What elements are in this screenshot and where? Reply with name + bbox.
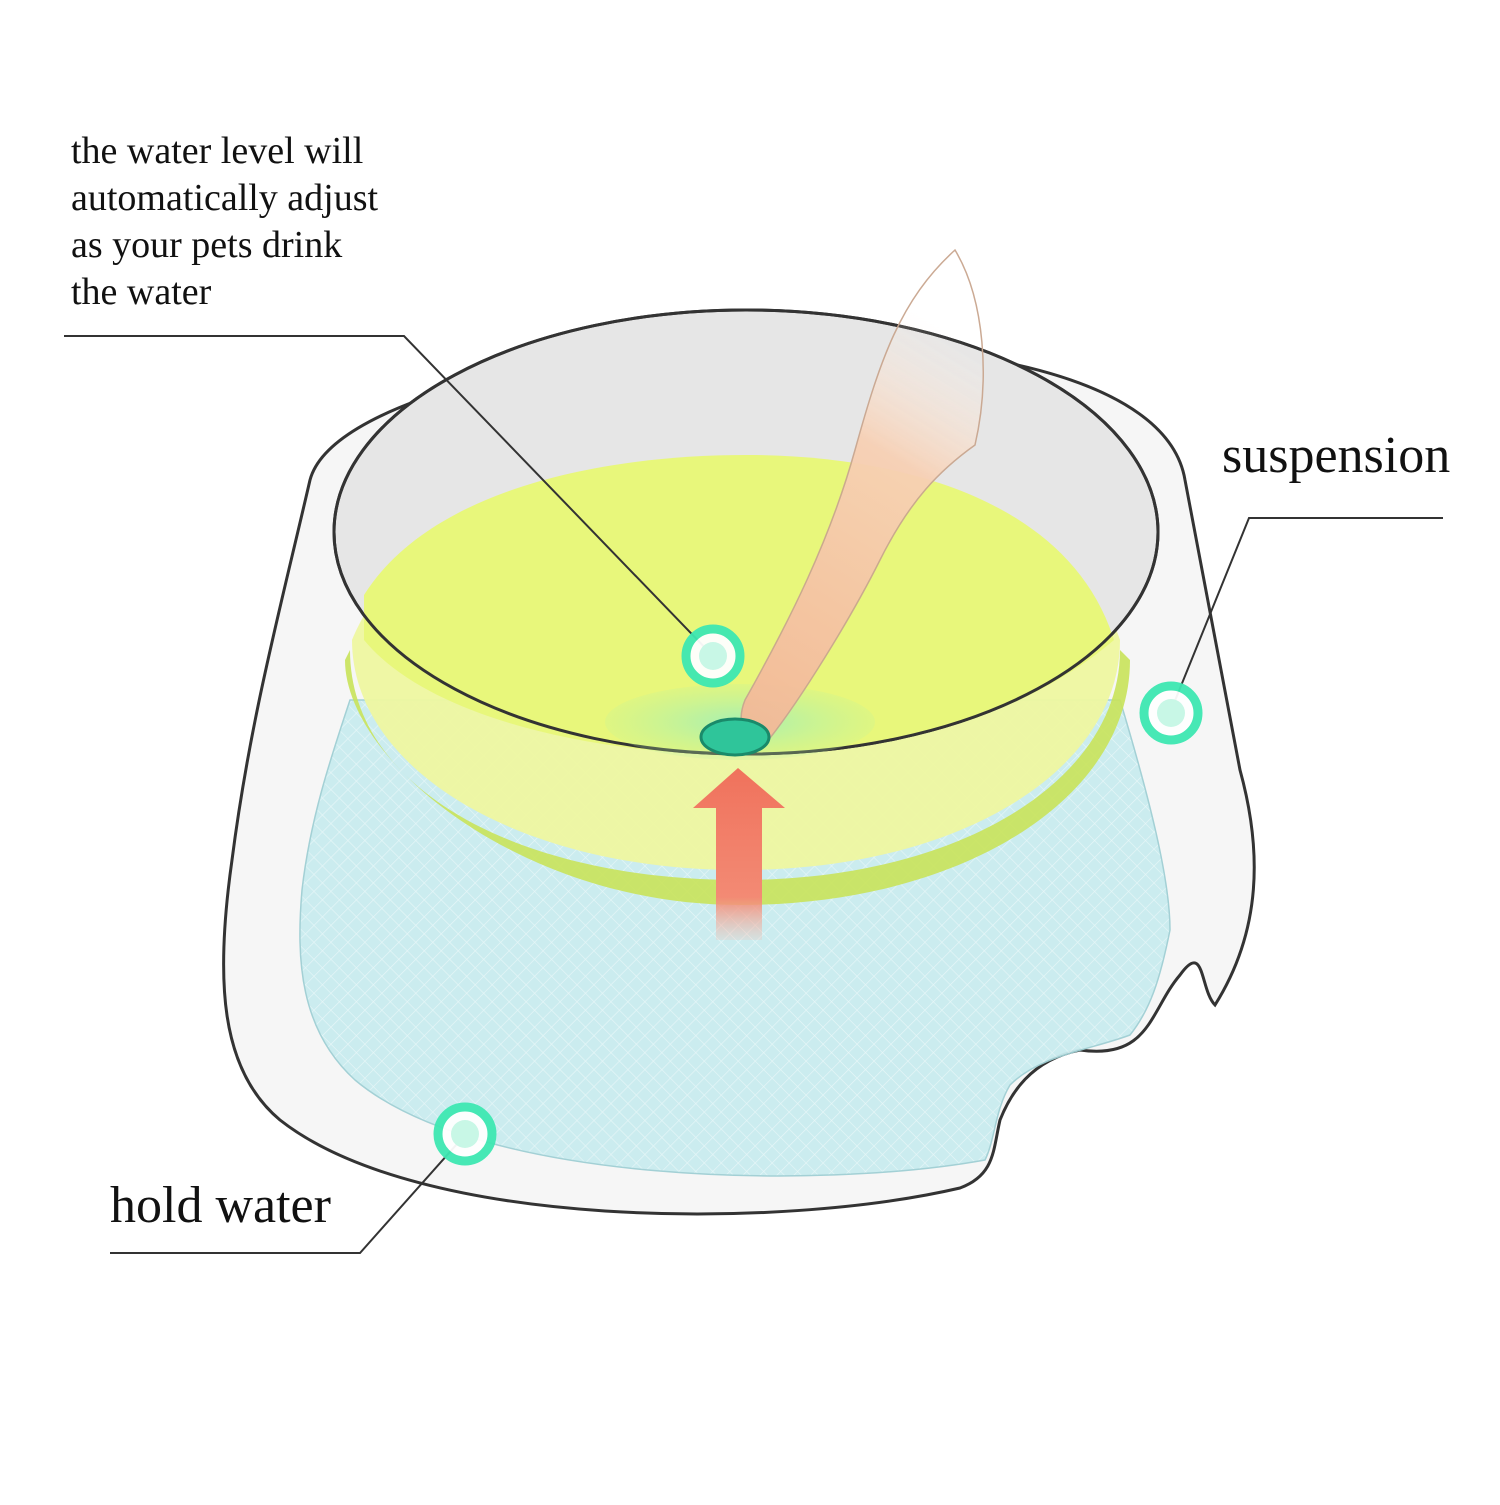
water-level-label: the water level will automatically adjus… <box>71 128 378 316</box>
suspension-label: suspension <box>1222 427 1451 484</box>
callout-marker-icon <box>681 624 745 688</box>
up-arrow-icon <box>693 768 785 940</box>
hold-water-label: hold water <box>110 1177 331 1234</box>
center-hole <box>699 717 771 757</box>
water-level-line-4: the water <box>71 271 212 313</box>
callout-marker-icon <box>1139 681 1203 745</box>
water-level-line-3: as your pets drink <box>71 224 343 266</box>
callout-line-suspension <box>1169 517 1443 714</box>
float-surface <box>364 455 1114 755</box>
water-level-line-1: the water level will <box>71 130 364 172</box>
callout-line-hold-water <box>110 1134 466 1254</box>
callout-line-water-level <box>64 335 714 657</box>
water-level-line-2: automatically adjust <box>71 177 379 219</box>
callout-marker-icon <box>433 1102 497 1166</box>
